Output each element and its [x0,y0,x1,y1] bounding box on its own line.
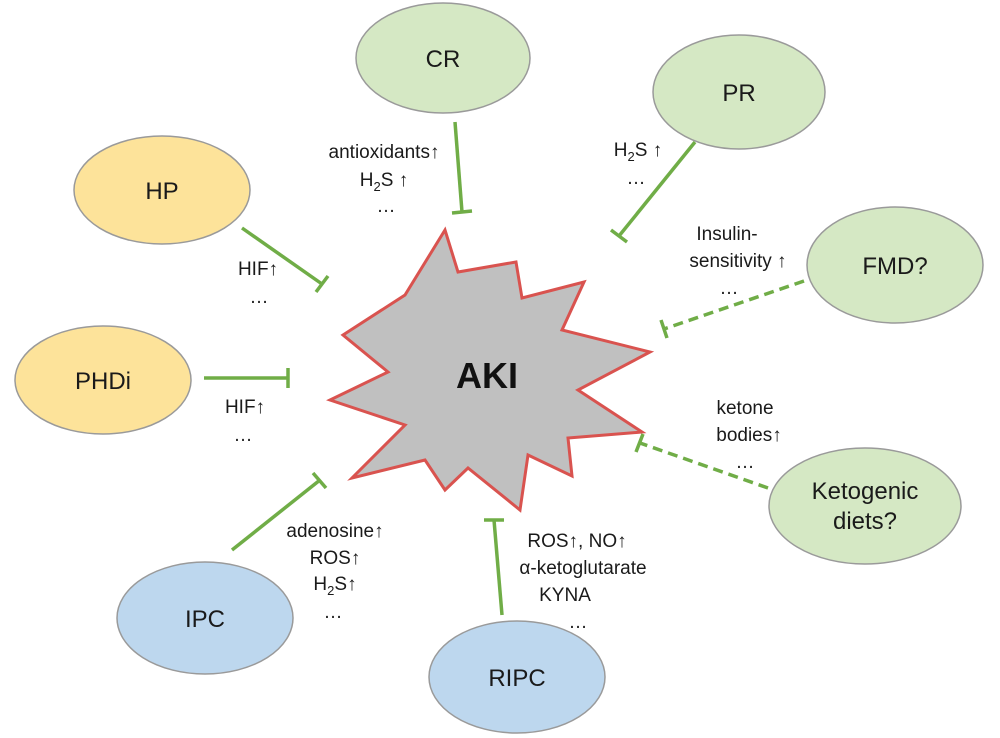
note-cr-2: H2S ↑ [360,170,408,194]
connector-ipc [230,471,328,552]
note-fmd-1: Insulin- [696,224,757,245]
node-ripc-label: RIPC [488,665,545,692]
node-pr: PR [652,34,826,150]
note-ipc-3-sub: 2 [327,583,334,598]
note-fmd-2: sensitivity ↑ [689,251,786,272]
node-ipc-label: IPC [185,606,225,633]
notes-pr: H2S ↑ … [614,140,662,189]
note-ripc-4: … [569,612,588,633]
note-ipc-3-h: H [313,574,327,595]
node-cr: CR [355,2,531,114]
node-pr-shape [652,34,826,150]
note-keto-1: ketone [716,398,773,419]
node-ketogenic-label-2: diets? [833,508,897,535]
node-hp-shape [73,135,251,245]
notes-fmd: Insulin- sensitivity ↑ … [689,224,786,299]
note-phdi-1: HIF↑ [225,397,265,418]
note-pr-1-tail: S ↑ [635,140,662,161]
note-cr-2-h: H [360,170,374,191]
note-fmd-3: … [720,278,739,299]
note-pr-1-h: H [614,140,628,161]
connector-fmd-bar [659,319,669,339]
connector-ripc [484,518,504,616]
node-ketogenic-shape [768,447,962,565]
note-hp-1: HIF↑ [238,259,278,280]
node-pr-label: PR [722,80,755,107]
node-cr-label: CR [426,46,461,73]
node-hp: HP [73,135,251,245]
note-hp-2: … [250,287,269,308]
notes-ipc: adenosine↑ ROS↑ H2S↑ … [286,521,383,623]
node-ripc: RIPC [428,620,606,734]
node-cr-shape [355,2,531,114]
note-ipc-3-tail: S↑ [334,574,356,595]
note-ripc-3: KYNA [539,585,591,606]
notes-ripc: ROS↑, NO↑ α-ketoglutarate KYNA … [519,531,646,633]
note-phdi-2: … [234,425,253,446]
note-ripc-2: α-ketoglutarate [519,558,646,579]
node-ripc-shape [428,620,606,734]
note-pr-1-sub: 2 [628,149,635,164]
connector-fmd [663,279,805,331]
note-cr-3: … [377,196,396,217]
node-ketogenic-label-1: Ketogenic [812,478,919,505]
node-fmd-shape [806,206,984,324]
note-cr-2-tail: S ↑ [381,170,408,191]
note-cr-1: antioxidants↑ [329,142,440,163]
connectors [204,121,805,616]
node-ipc-shape [116,561,294,675]
node-phdi-label: PHDi [75,368,131,395]
note-keto-2: bodies↑ [716,425,782,446]
notes-hp: HIF↑ … [238,259,278,308]
note-ripc-1: ROS↑, NO↑ [527,531,626,552]
notes-phdi: HIF↑ … [225,397,265,446]
note-ipc-4: … [324,602,343,623]
connector-keto-bar [634,433,645,453]
note-pr-1: H2S ↑ [614,140,662,164]
node-ketogenic: Ketogenic diets? [768,447,962,565]
note-ipc-1: adenosine↑ [286,521,383,542]
note-ipc-2: ROS↑ [310,548,361,569]
notes-ketogenic: ketone bodies↑ … [716,398,782,473]
node-phdi: PHDi [14,325,192,435]
note-pr-2: … [627,168,646,189]
node-hp-label: HP [145,178,178,205]
note-keto-3: … [736,452,755,473]
connector-cr [451,121,473,215]
aki-starburst [326,226,655,513]
connector-phdi [204,368,290,388]
node-fmd-label: FMD? [862,253,927,280]
connector-pr [609,140,697,244]
notes-cr: antioxidants↑ H2S ↑ … [329,142,440,217]
aki-label: AKI [456,355,518,396]
node-ipc: IPC [116,561,294,675]
note-cr-2-sub: 2 [374,179,381,194]
node-fmd: FMD? [806,206,984,324]
note-ipc-3: H2S↑ [313,574,356,598]
connector-keto [639,441,769,490]
node-phdi-shape [14,325,192,435]
connector-hp [240,226,330,294]
